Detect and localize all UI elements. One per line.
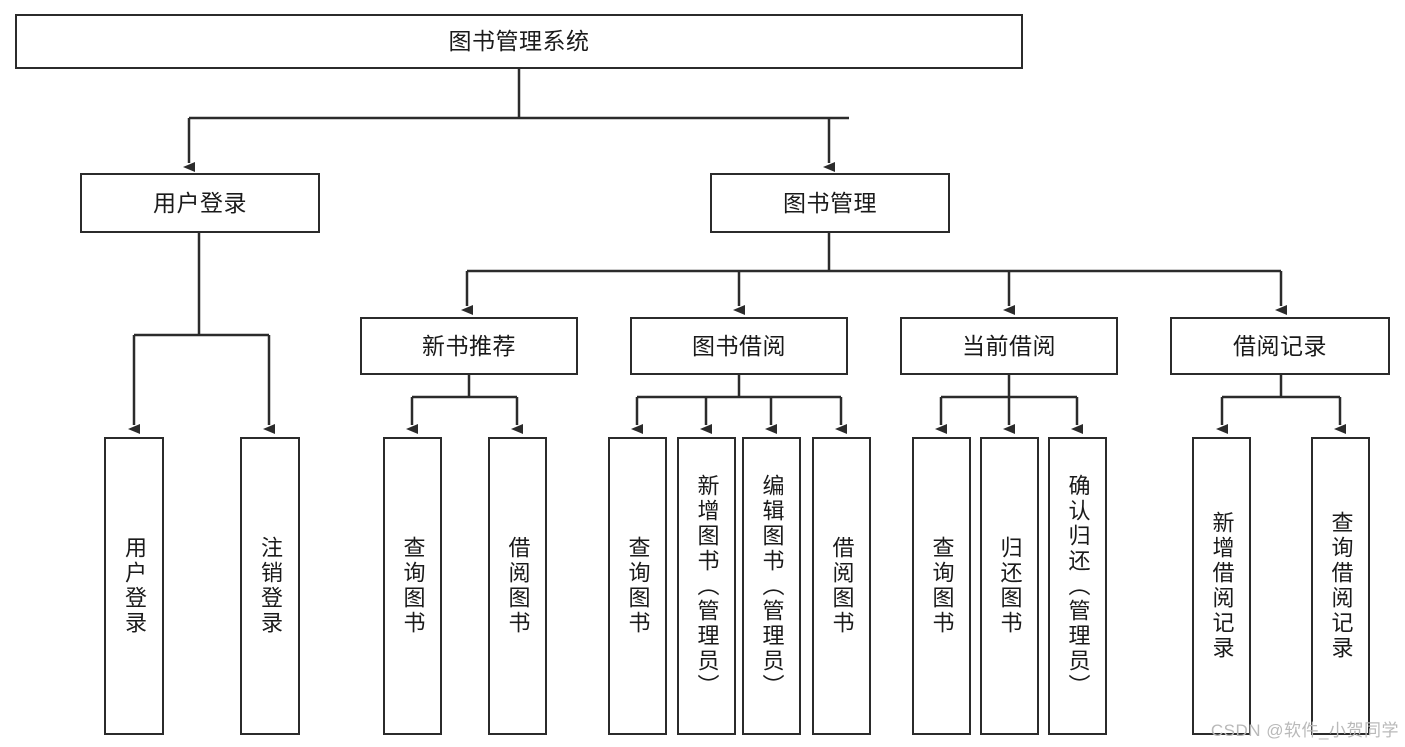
node-label: 图书借阅 [692, 332, 786, 359]
leaf-return-books[interactable]: 归还图书 [980, 437, 1039, 735]
node-label: 借阅图书 [505, 536, 531, 636]
leaf-query-books-new-recommendation[interactable]: 查询图书 [383, 437, 442, 735]
node-label: 查询借阅记录 [1328, 511, 1354, 661]
node-label: 用户登录 [121, 536, 147, 636]
leaf-query-borrowing-record[interactable]: 查询借阅记录 [1311, 437, 1370, 735]
leaf-add-borrowing-record[interactable]: 新增借阅记录 [1192, 437, 1251, 735]
node-borrowing-records[interactable]: 借阅记录 [1170, 317, 1390, 375]
leaf-query-books-current[interactable]: 查询图书 [912, 437, 971, 735]
node-user-login[interactable]: 用户登录 [80, 173, 320, 233]
node-label: 编辑图书（管理员） [759, 473, 785, 699]
node-label: 新增图书（管理员） [694, 473, 720, 699]
node-label: 借阅记录 [1233, 332, 1327, 359]
node-label: 图书管理系统 [448, 28, 590, 55]
node-label: 查询图书 [625, 536, 651, 636]
leaf-query-books-borrowing[interactable]: 查询图书 [608, 437, 667, 735]
node-book-management[interactable]: 图书管理 [710, 173, 950, 233]
node-label: 注销登录 [257, 536, 283, 636]
node-new-book-recommendation[interactable]: 新书推荐 [360, 317, 578, 375]
node-label: 借阅图书 [829, 536, 855, 636]
leaf-borrow-books-borrowing[interactable]: 借阅图书 [812, 437, 871, 735]
node-label: 确认归还（管理员） [1065, 473, 1091, 699]
node-label: 用户登录 [153, 189, 247, 216]
leaf-borrow-books-new-recommendation[interactable]: 借阅图书 [488, 437, 547, 735]
node-current-borrowing[interactable]: 当前借阅 [900, 317, 1118, 375]
node-label: 新书推荐 [422, 332, 516, 359]
node-root-book-management-system[interactable]: 图书管理系统 [15, 14, 1023, 69]
node-label: 新增借阅记录 [1209, 511, 1235, 661]
node-label: 查询图书 [929, 536, 955, 636]
node-book-borrowing[interactable]: 图书借阅 [630, 317, 848, 375]
leaf-add-book-admin[interactable]: 新增图书（管理员） [677, 437, 736, 735]
leaf-logout[interactable]: 注销登录 [240, 437, 300, 735]
watermark: CSDN @软件_小贺同学 [1210, 721, 1399, 740]
node-label: 图书管理 [783, 189, 877, 216]
node-label: 归还图书 [997, 536, 1023, 636]
node-label: 当前借阅 [962, 332, 1056, 359]
node-label: 查询图书 [400, 536, 426, 636]
leaf-confirm-return-admin[interactable]: 确认归还（管理员） [1048, 437, 1107, 735]
leaf-user-login[interactable]: 用户登录 [104, 437, 164, 735]
leaf-edit-book-admin[interactable]: 编辑图书（管理员） [742, 437, 801, 735]
